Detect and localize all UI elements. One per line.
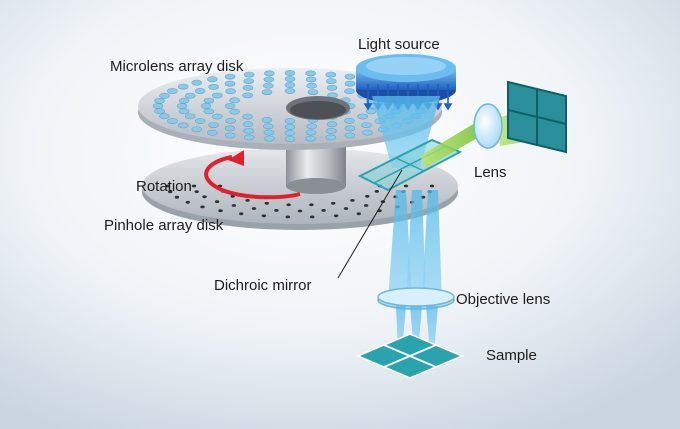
pinhole-array-disk-label: Pinhole array disk (104, 217, 224, 234)
dichroic-mirror-pointer (337, 169, 403, 279)
objective-lens-label: Objective lens (456, 291, 551, 308)
microlens-array-disk-label: Microlens array disk (110, 58, 244, 75)
lens-label: Lens (474, 164, 507, 181)
rotation-arrow (204, 150, 301, 200)
sample-label: Sample (486, 347, 537, 364)
light-source-label: Light source (358, 36, 440, 53)
camera-detector (507, 80, 567, 154)
sample (356, 333, 464, 379)
objective-lens (377, 287, 455, 310)
relay-lens (473, 103, 503, 149)
rotation-label: Rotation (136, 178, 192, 195)
dichroic-mirror-label: Dichroic mirror (214, 277, 312, 294)
focusing-beams (388, 190, 442, 300)
sample-beams (396, 306, 438, 352)
